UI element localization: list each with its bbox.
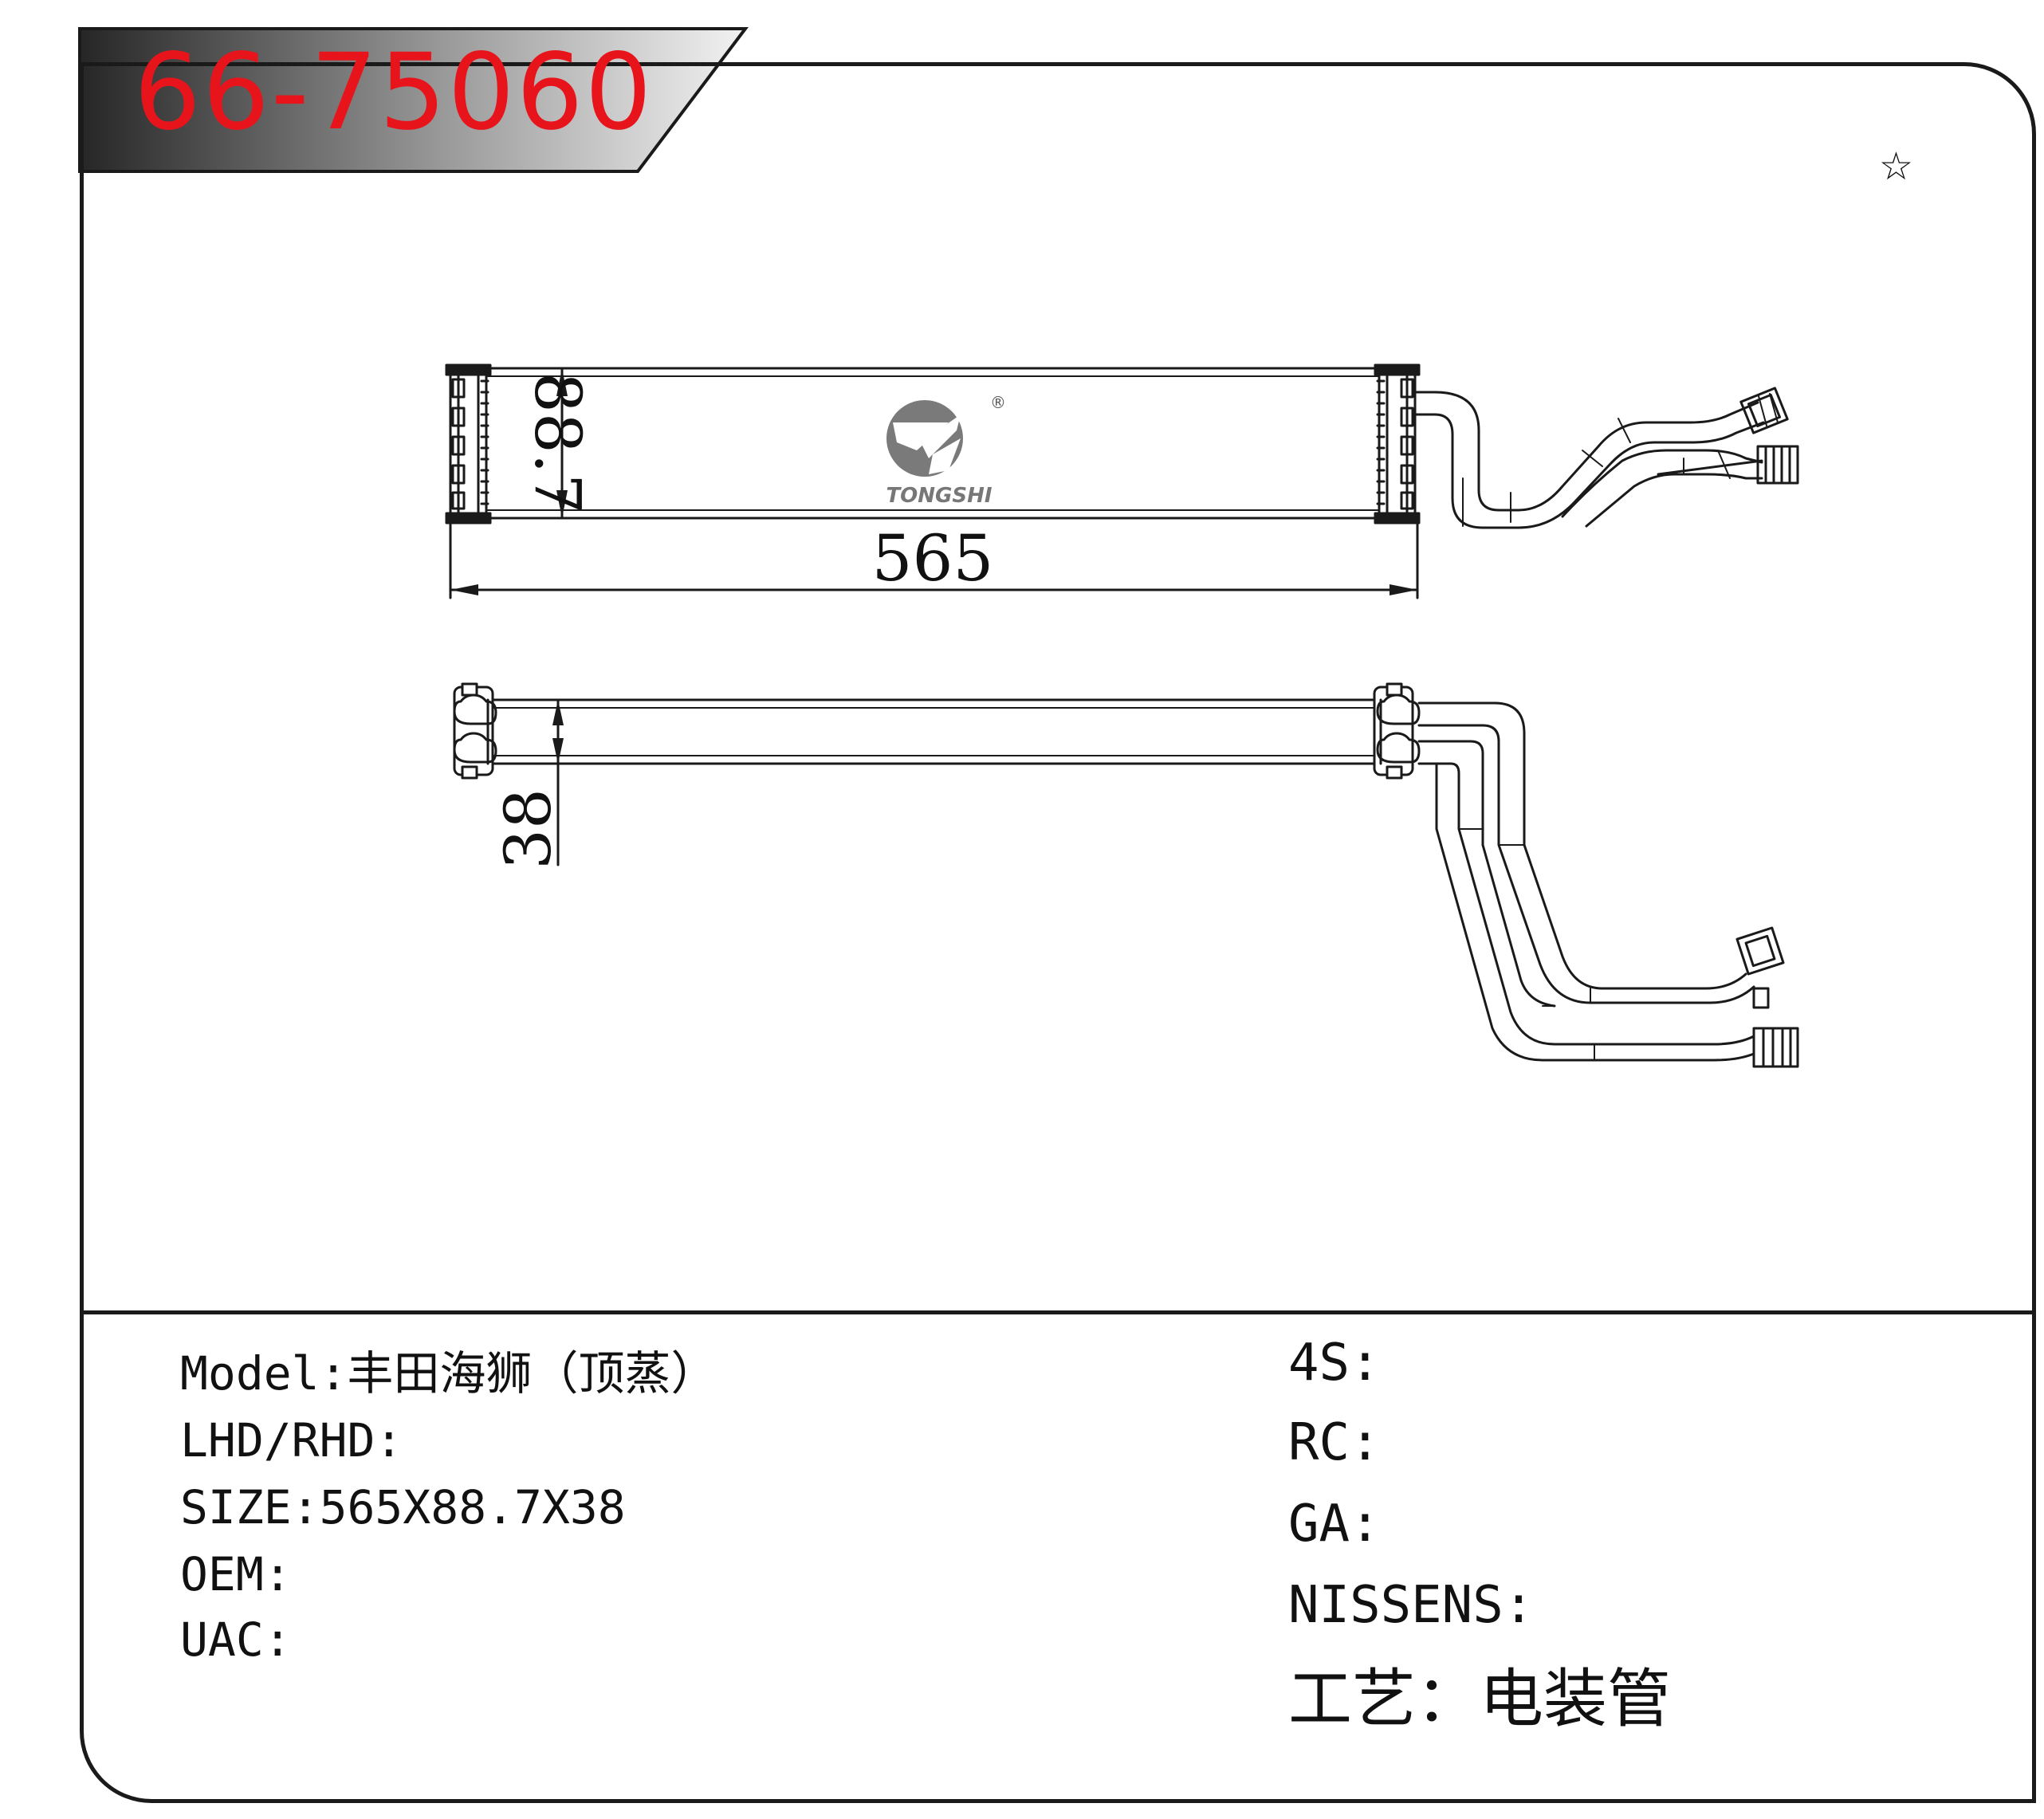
side-view-pipes [1417,701,1755,1062]
side-view-right-tank [1373,682,1421,780]
technical-drawing: ® TONGSHI 565 88.7 38 [445,363,1799,1068]
part-number: 66-75060 [134,31,654,154]
nissens-line: NISSENS: [1288,1576,1535,1635]
dim-height-lines [486,367,569,520]
info-divider [80,1310,2036,1314]
registered-mark: ® [990,393,1006,412]
side-view-left-tank [453,682,497,780]
side-view-core [491,698,1378,765]
drawing-frame [80,62,2036,1803]
four-s-line: 4S: [1288,1334,1381,1393]
process-line: 工艺：电装管 [1288,1662,1671,1736]
size-line: SIZE:565X88.7X38 [180,1480,626,1534]
tongshi-logo [886,400,963,477]
dim-depth-lines [540,698,569,866]
brand-name: TONGSHI [886,484,992,508]
oem-line: OEM: [180,1547,292,1601]
dim-length-lines [449,523,1419,599]
ga-line: GA: [1288,1495,1381,1554]
uac-line: UAC: [180,1613,292,1667]
top-view-left-tank [445,363,492,524]
side-view-fittings [1735,926,1799,1068]
star-icon: ☆ [1880,131,1912,194]
dim-height-text: 88.7 [521,372,595,514]
hand-drive-line: LHD/RHD: [180,1413,403,1467]
top-view-pipes [1413,391,1765,529]
model-line: Model:丰田海狮（顶蒸） [180,1346,717,1401]
top-view-fittings [1739,387,1799,485]
dim-length-text: 565 [872,521,994,595]
rc-line: RC: [1288,1413,1381,1472]
top-view-right-tank [1374,363,1421,524]
dim-depth-text: 38 [491,788,565,870]
